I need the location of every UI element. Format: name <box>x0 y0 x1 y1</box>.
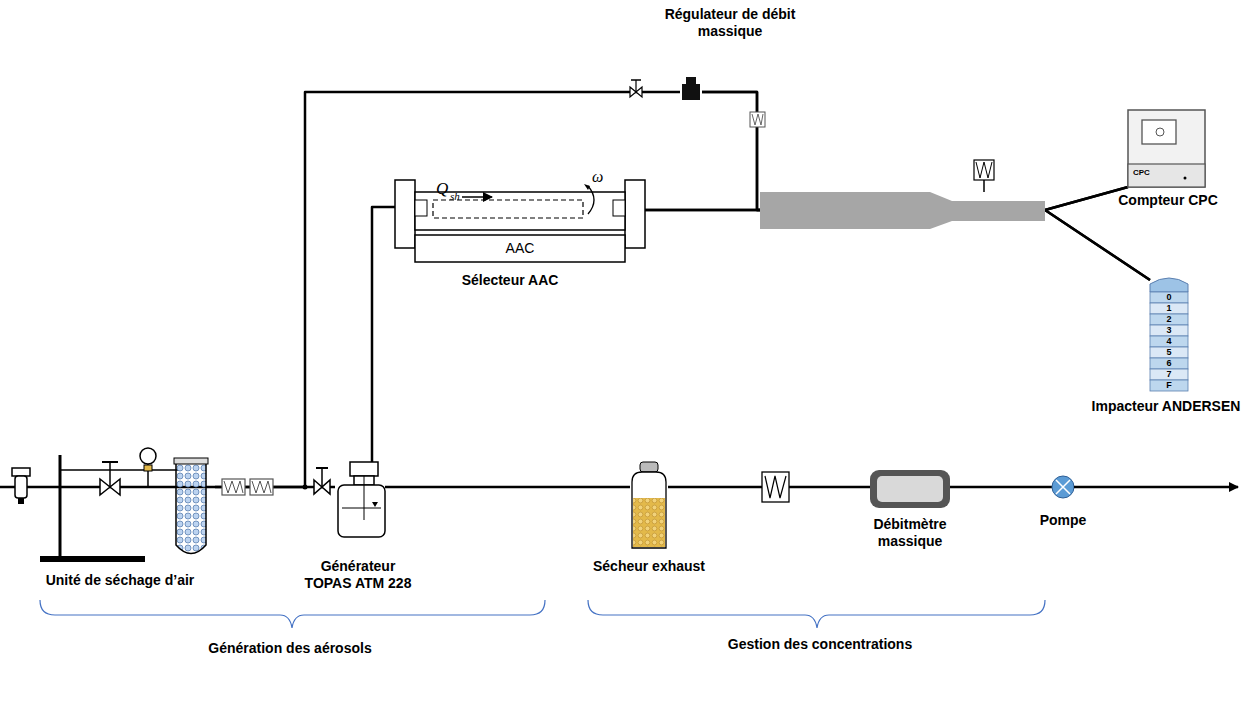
pressure-gauge <box>140 448 156 487</box>
component-label: Pompe <box>1023 512 1103 529</box>
exhaust-dryer <box>632 462 666 548</box>
tube-line <box>372 207 395 462</box>
stage-number: 3 <box>1150 325 1188 336</box>
stage-number: 2 <box>1150 314 1188 325</box>
component-label: Régulateur de débit massique <box>660 6 800 40</box>
component-node: Régulateur de débit massique <box>680 82 702 102</box>
air-filter <box>12 468 30 504</box>
component-node: Générateur TOPAS ATM 228 <box>335 462 385 537</box>
tube-line <box>385 486 630 489</box>
tube-line <box>702 92 1150 280</box>
tube-line <box>215 92 680 487</box>
stage-number: 0 <box>1150 292 1188 303</box>
device-text: CPC <box>1133 168 1163 178</box>
symbol-label: ω <box>592 168 608 186</box>
regulator <box>630 77 765 127</box>
stage-number: 4 <box>1150 336 1188 347</box>
component-node: Unité de séchage d’air <box>5 450 215 565</box>
pump <box>1052 476 1074 498</box>
component-label: Compteur CPC <box>1093 192 1243 209</box>
stand <box>40 455 180 562</box>
heater <box>222 479 273 495</box>
cpc-counter <box>1128 110 1205 187</box>
desiccant-tube <box>174 458 208 554</box>
aac-classifier <box>395 180 645 262</box>
valve <box>314 468 330 494</box>
tube-line <box>950 486 1052 489</box>
component-label: Sécheur exhaust <box>590 558 708 575</box>
symbol-label: sh <box>450 190 470 203</box>
mixing-pipe <box>760 160 1045 229</box>
stage-number: 6 <box>1150 358 1188 369</box>
component-node: Sécheur exhaust <box>630 466 668 550</box>
component-node: AACSélecteur AAC <box>395 180 645 262</box>
component-label: Unité de séchage d’air <box>20 572 220 589</box>
group-label: Génération des aérosols <box>150 640 430 656</box>
valve <box>100 462 120 495</box>
mass-flowmeter <box>870 470 950 508</box>
component-label: Impacteur ANDERSEN <box>1088 398 1244 415</box>
component-node: Pompe <box>1052 476 1074 498</box>
component-label: AAC <box>415 240 625 257</box>
generator-bottle <box>338 462 385 537</box>
component-node: Débitmètre massique <box>870 470 950 508</box>
stage-number: 7 <box>1150 369 1188 380</box>
stage-number: 5 <box>1150 347 1188 358</box>
stage-number: F <box>1150 380 1188 391</box>
andersen-impactor <box>1150 278 1188 391</box>
stage-number: 1 <box>1150 303 1188 314</box>
component-label: Débitmètre massique <box>855 516 965 550</box>
group-label: Gestion des concentrations <box>670 636 970 652</box>
heater <box>762 472 789 502</box>
component-label: Générateur TOPAS ATM 228 <box>298 558 418 592</box>
component-label: Sélecteur AAC <box>430 272 590 289</box>
